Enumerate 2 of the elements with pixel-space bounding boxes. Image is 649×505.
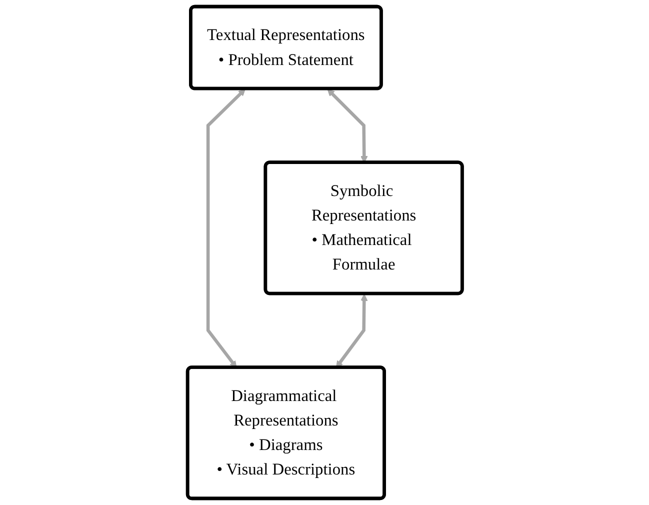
arrow: [206, 88, 246, 368]
arrow: [335, 294, 368, 368]
